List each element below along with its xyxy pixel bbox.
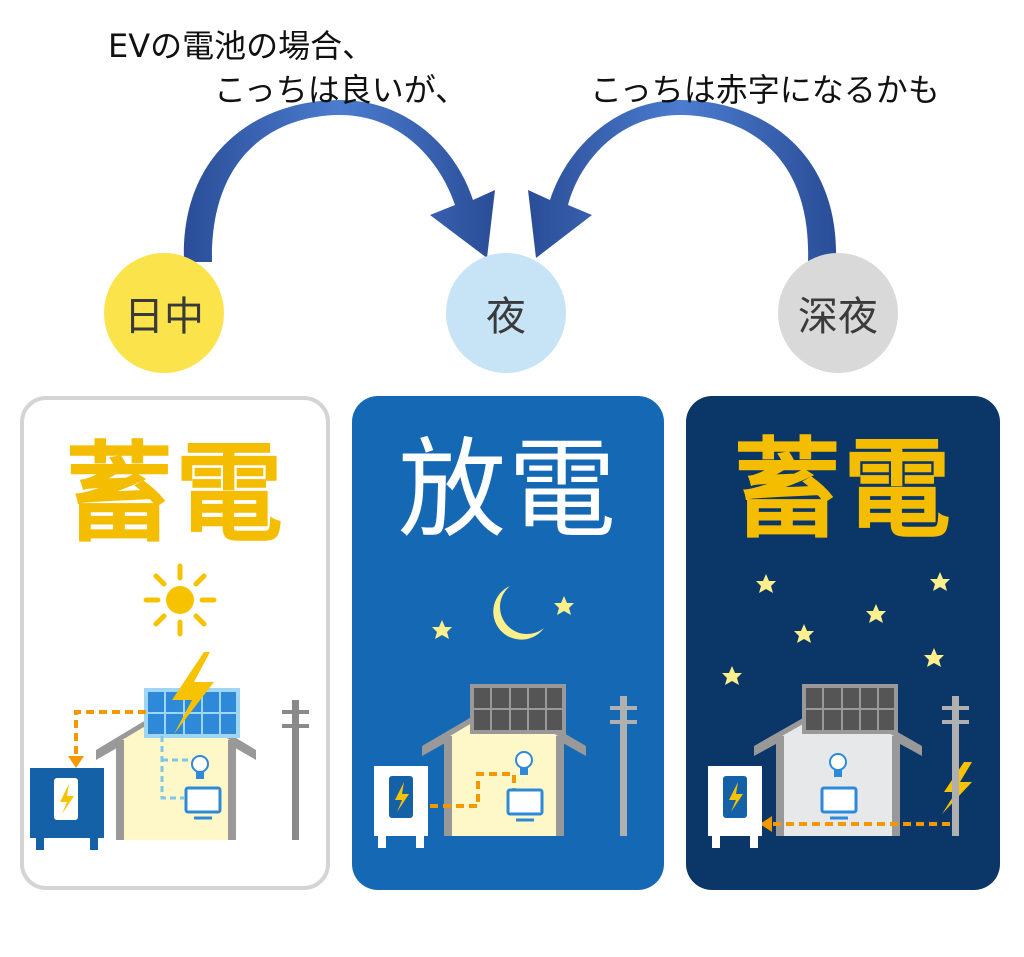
star-icon	[554, 596, 574, 615]
note-right-deficit: こっちは赤字になるかも	[590, 71, 940, 109]
tv-icon	[184, 786, 222, 820]
star-icon	[722, 666, 742, 685]
note-ev-battery: EVの電池の場合、	[108, 27, 375, 65]
solar-panel-icon	[802, 684, 898, 734]
tv-icon	[506, 788, 544, 822]
panel-daytime-charge: 蓄電	[20, 396, 330, 890]
utility-pole-icon	[610, 696, 637, 836]
note-left-good: こっちは良いが、	[214, 71, 468, 109]
late-night-illustration	[708, 572, 972, 848]
light-bulb-icon	[515, 751, 533, 775]
phase-night: 夜	[446, 253, 566, 373]
star-icon	[930, 572, 950, 591]
star-icon	[756, 574, 776, 593]
phase-daytime: 日中	[104, 253, 224, 373]
light-bulb-icon	[829, 753, 847, 777]
battery-icon	[30, 768, 104, 850]
star-icon	[924, 648, 944, 667]
panel-title: 蓄電	[64, 432, 285, 557]
daytime-illustration	[30, 563, 309, 850]
solar-panel-icon	[470, 684, 566, 734]
panel-night-discharge: 放電	[352, 396, 664, 890]
panel-late-night-charge: 蓄電	[686, 396, 1000, 890]
star-icon	[794, 624, 814, 643]
curved-arrow-icon	[183, 100, 495, 262]
star-icon	[432, 620, 452, 639]
curved-arrows	[183, 100, 837, 262]
phase-late-night: 深夜	[778, 253, 898, 373]
panel-title: 蓄電	[732, 428, 953, 553]
moon-icon	[493, 586, 544, 640]
lightning-icon	[172, 652, 214, 734]
sun-icon	[143, 563, 217, 637]
battery-icon	[374, 766, 428, 848]
utility-pole-icon	[282, 700, 309, 840]
utility-pole-icon	[942, 696, 969, 836]
curved-arrow-icon	[528, 100, 837, 262]
light-bulb-icon	[191, 755, 209, 779]
tv-icon	[820, 786, 858, 820]
night-illustration	[374, 586, 637, 848]
battery-icon	[708, 766, 762, 848]
star-icon	[866, 604, 886, 623]
panel-title: 放電	[397, 428, 618, 553]
